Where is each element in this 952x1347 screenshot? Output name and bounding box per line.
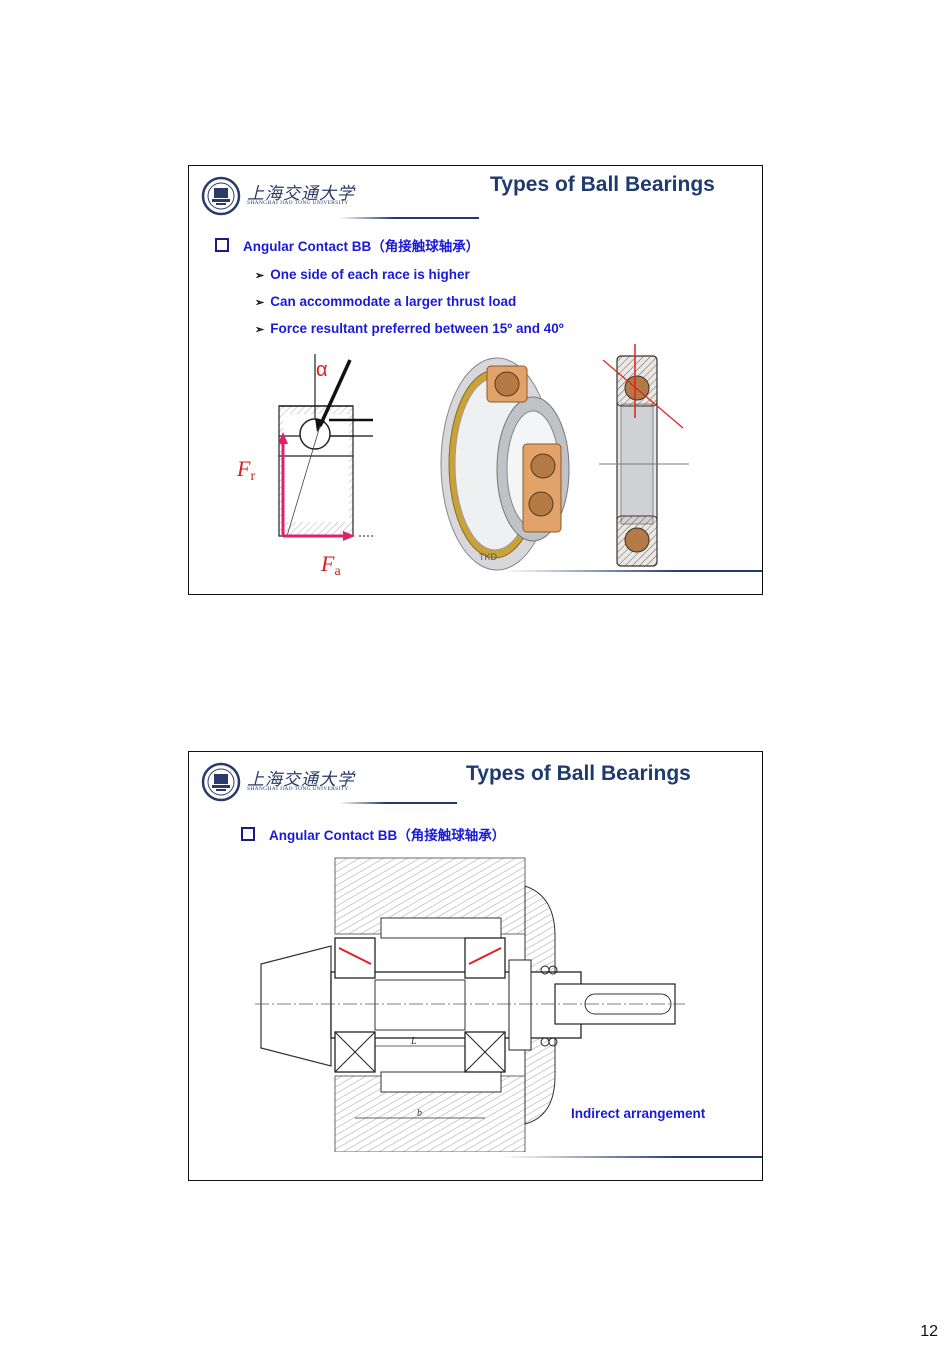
logo-name-cn: 上海交通大学 [247,184,355,204]
bullet-heading: Angular Contact BB（角接触球轴承） [241,824,505,844]
sub-bullet-list: ➢One side of each race is higher ➢Can ac… [255,262,564,343]
brand-mark: TKD [479,552,498,562]
radial-force-label: Fr [237,456,256,484]
force-diagram [278,354,373,541]
arrow-bullet-icon: ➢ [255,270,265,282]
arrow-bullet-icon: ➢ [255,297,265,309]
slide-1: 上海交通大学 SHANGHAI JIAO TONG UNIVERSITY Typ… [188,165,763,595]
slide-title: Types of Ball Bearings [466,762,691,785]
arrow-bullet-icon: ➢ [255,324,265,336]
bearing-illustration: TKD [440,357,570,571]
dimension-label-b: b [417,1108,422,1119]
title-divider [339,217,479,219]
sub-bullet-item: ➢One side of each race is higher [255,267,470,282]
seal-icon [201,176,241,216]
shaft-assembly-drawing: L b [255,857,685,1152]
title-divider [339,802,457,804]
seal-icon [201,762,241,802]
footer-divider [502,1156,762,1158]
figure-caption: Indirect arrangement [571,1106,706,1121]
bullet-heading: Angular Contact BB（角接触球轴承） [215,235,479,255]
logo-name-cn: 上海交通大学 [247,770,355,790]
bearing-section-diagram [599,344,689,567]
logo-name-en: SHANGHAI JIAO TONG UNIVERSITY [247,786,349,792]
slide-2: 上海交通大学 SHANGHAI JIAO TONG UNIVERSITY Typ… [188,751,763,1181]
sub-bullet-item: ➢Force resultant preferred between 15º a… [255,321,564,336]
page-number: 12 [920,1323,938,1340]
checkbox-bullet-icon [215,238,229,252]
university-logo: 上海交通大学 SHANGHAI JIAO TONG UNIVERSITY [201,762,354,802]
dimension-label-L: L [410,1036,417,1047]
slide-title: Types of Ball Bearings [490,173,715,196]
axial-force-label: Fa [321,551,341,579]
angle-label: α [316,359,328,381]
logo-name-en: SHANGHAI JIAO TONG UNIVERSITY [247,200,349,206]
footer-divider [502,570,762,572]
sub-bullet-item: ➢Can accommodate a larger thrust load [255,294,517,309]
university-logo: 上海交通大学 SHANGHAI JIAO TONG UNIVERSITY [201,176,354,216]
checkbox-bullet-icon [241,827,255,841]
